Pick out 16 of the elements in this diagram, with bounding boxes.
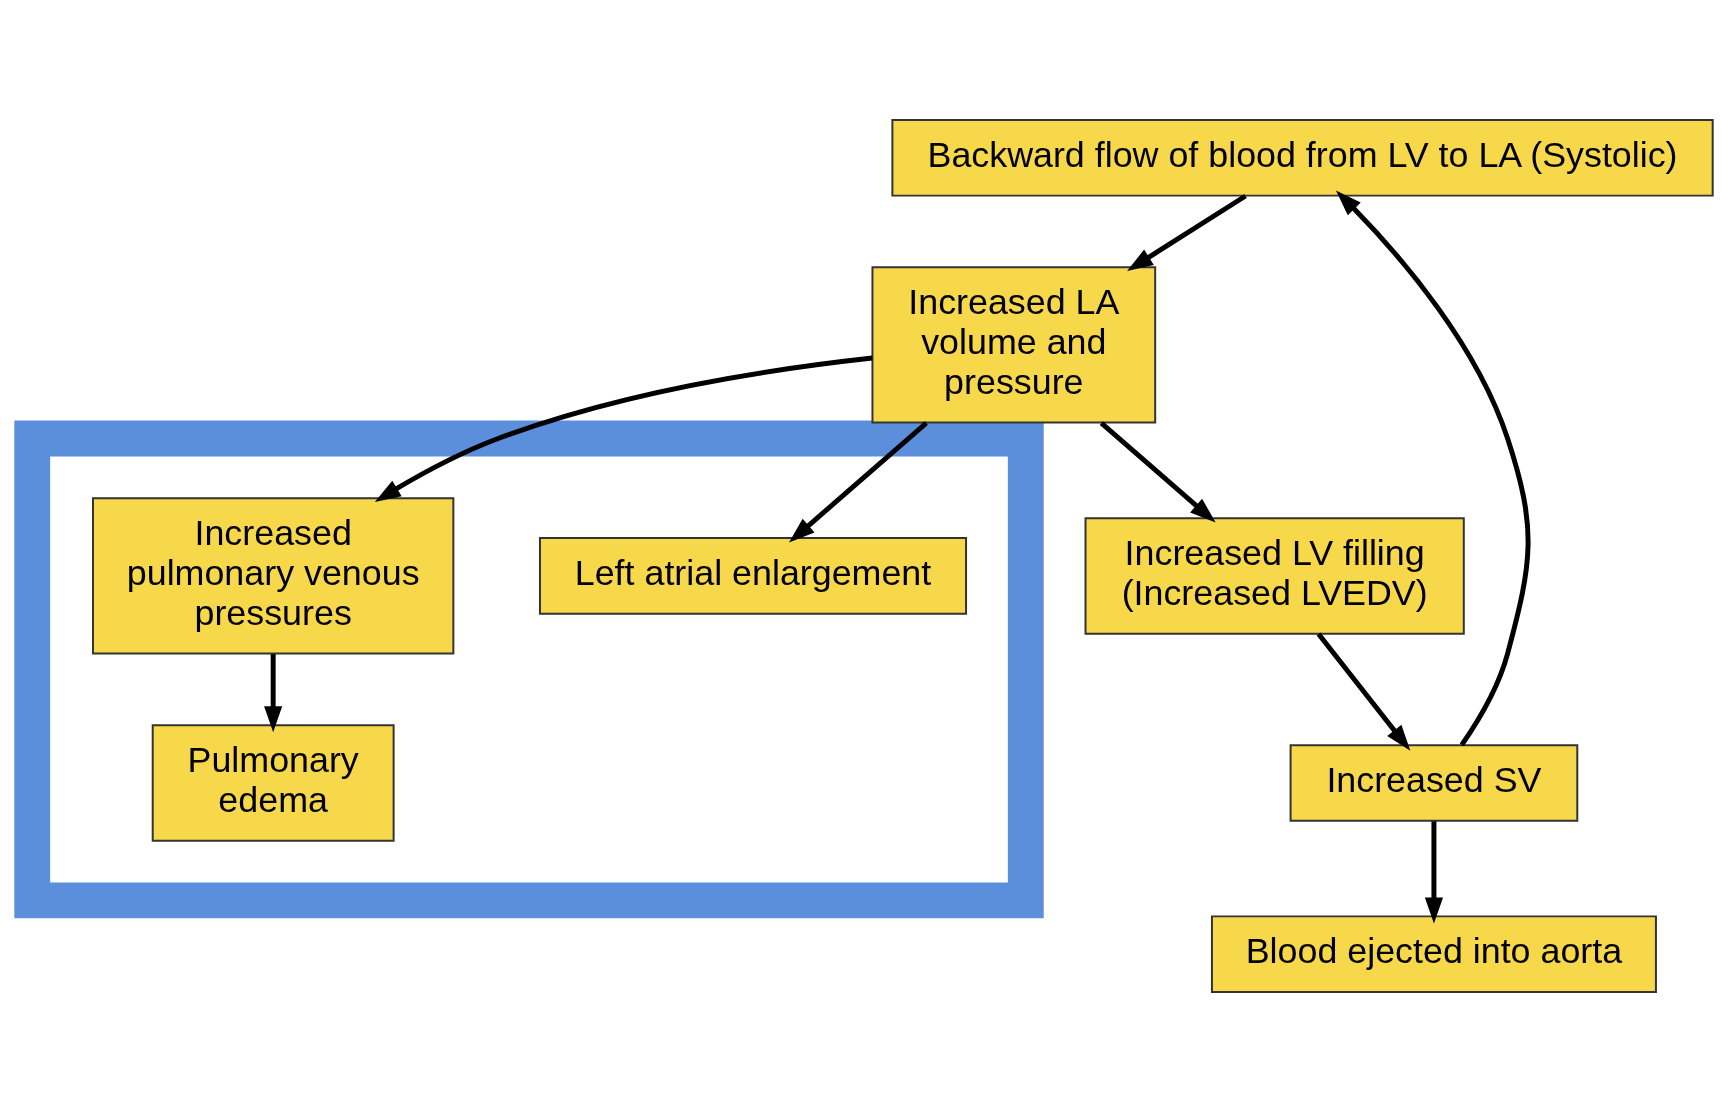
arrow bbox=[788, 421, 928, 543]
arrow bbox=[1127, 193, 1247, 272]
node-box: Blood ejected into aorta bbox=[1210, 915, 1657, 994]
node-box: Increased pulmonary venous pressures bbox=[92, 497, 455, 655]
node-box: Pulmonary edema bbox=[151, 724, 395, 842]
node-box: Left atrial enlargement bbox=[538, 537, 968, 615]
arrow bbox=[264, 654, 283, 733]
arrow bbox=[374, 355, 873, 502]
node-box: Increased SV bbox=[1289, 744, 1579, 822]
node-box: Increased LV filling (Increased LVEDV) bbox=[1084, 517, 1465, 635]
node-box: Backward flow of blood from LV to LA (Systolic) bbox=[891, 118, 1714, 197]
arrow bbox=[1316, 632, 1411, 751]
node-box: Increased LA volume and pressure bbox=[871, 266, 1157, 424]
arrow bbox=[1335, 190, 1531, 747]
arrow bbox=[1099, 421, 1216, 523]
arrow bbox=[1424, 821, 1444, 924]
